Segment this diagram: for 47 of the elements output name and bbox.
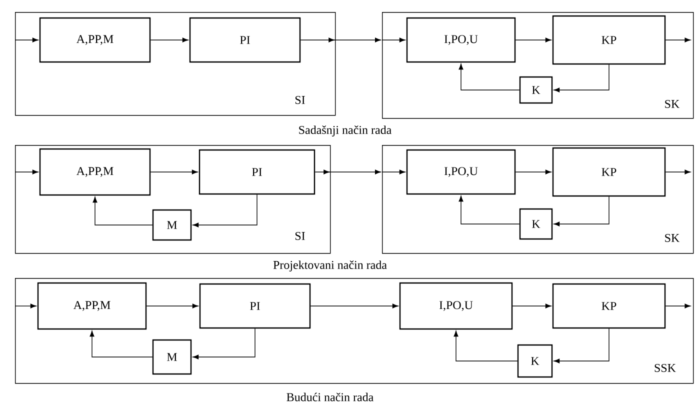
process-box: K xyxy=(517,344,553,378)
process-box: A,PP,M xyxy=(39,148,151,196)
arrow xyxy=(146,304,198,308)
arrow xyxy=(92,196,153,226)
arrow xyxy=(454,330,518,362)
arrow xyxy=(512,304,552,308)
arrow xyxy=(310,304,398,308)
process-box: KP xyxy=(552,147,666,197)
arrow xyxy=(14,170,38,174)
process-box: PI xyxy=(198,149,316,195)
process-box: PI xyxy=(189,17,301,63)
arrow xyxy=(150,38,188,42)
process-box: I,PO,U xyxy=(406,17,516,63)
process-box: A,PP,M xyxy=(39,17,151,63)
arrow xyxy=(150,170,198,174)
process-box: I,PO,U xyxy=(399,282,513,330)
process-box: K xyxy=(519,76,553,104)
arrow xyxy=(382,170,406,174)
arrow xyxy=(515,170,552,174)
arrow xyxy=(300,38,381,42)
arrow xyxy=(192,328,256,360)
caption: Projektovani način rada xyxy=(273,260,387,272)
caption: Sadašnji način rada xyxy=(299,126,392,136)
caption: Budući način rada xyxy=(286,392,374,402)
arrow xyxy=(458,64,520,90)
arrow xyxy=(515,38,552,42)
arrow xyxy=(554,196,610,226)
arrow xyxy=(665,38,691,42)
arrow xyxy=(192,194,258,228)
process-box: I,PO,U xyxy=(406,149,516,195)
arrow xyxy=(14,304,36,308)
arrow xyxy=(665,304,691,308)
process-box: K xyxy=(519,208,553,240)
arrow xyxy=(554,64,610,92)
arrow xyxy=(14,38,38,42)
process-box: A,PP,M xyxy=(37,282,147,330)
process-box: KP xyxy=(552,283,666,329)
arrow xyxy=(90,330,153,358)
process-box: M xyxy=(152,209,192,241)
arrow xyxy=(554,328,610,364)
arrow xyxy=(665,170,691,174)
process-box: KP xyxy=(552,15,666,65)
process-box: M xyxy=(152,339,192,375)
arrow xyxy=(382,38,406,42)
arrow xyxy=(314,170,381,174)
arrow xyxy=(458,196,520,224)
process-box: PI xyxy=(199,283,311,329)
